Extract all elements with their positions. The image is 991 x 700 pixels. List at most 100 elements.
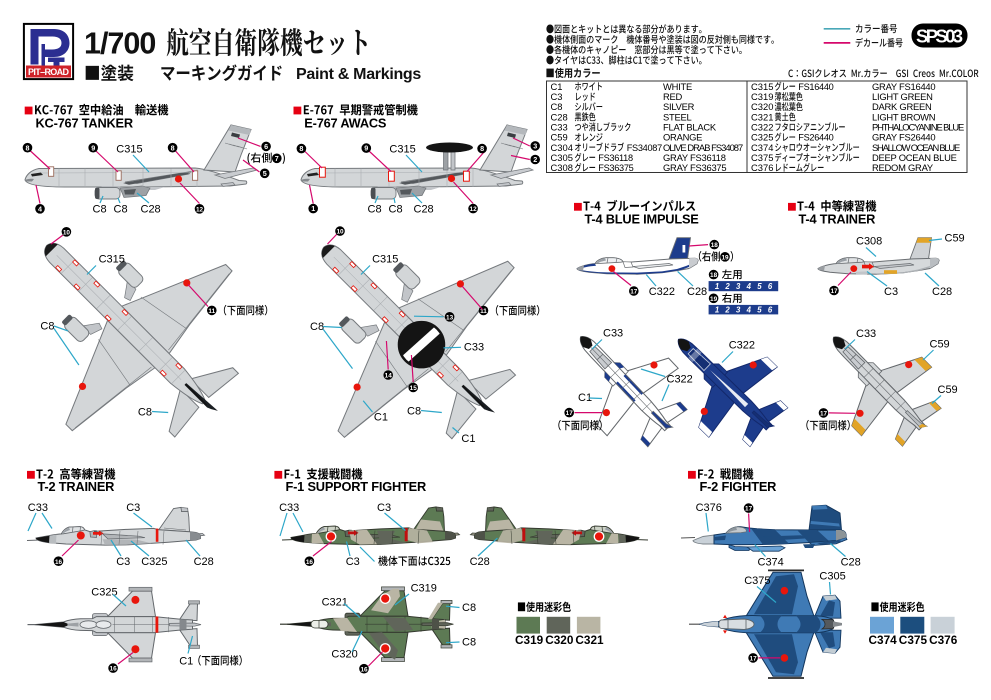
svg-text:9: 9 bbox=[364, 144, 368, 153]
svg-text:17: 17 bbox=[630, 289, 638, 296]
svg-text:C374: C374 bbox=[869, 633, 898, 647]
svg-text:GRAY FS26440: GRAY FS26440 bbox=[872, 132, 935, 143]
svg-text:WHITE: WHITE bbox=[663, 81, 692, 92]
svg-text:4: 4 bbox=[746, 306, 752, 315]
svg-text:GRAY FS36375: GRAY FS36375 bbox=[663, 162, 726, 173]
svg-text:SILVER: SILVER bbox=[663, 101, 695, 112]
svg-text:17: 17 bbox=[566, 410, 574, 417]
svg-text:C33: C33 bbox=[603, 328, 623, 340]
svg-text:C315: C315 bbox=[99, 254, 125, 266]
svg-text:2: 2 bbox=[724, 282, 730, 291]
svg-text:18: 18 bbox=[711, 242, 719, 249]
svg-text:C315: C315 bbox=[116, 144, 142, 156]
svg-text:C28: C28 bbox=[841, 557, 861, 569]
svg-text:14: 14 bbox=[385, 373, 393, 380]
svg-text:C319: C319 bbox=[411, 583, 437, 595]
svg-text:8: 8 bbox=[480, 144, 484, 153]
svg-text:C8: C8 bbox=[551, 101, 563, 112]
svg-text:C33: C33 bbox=[856, 328, 876, 340]
svg-text:C322: C322 bbox=[649, 286, 675, 298]
svg-text:16: 16 bbox=[306, 559, 314, 566]
svg-text:C315: C315 bbox=[372, 254, 398, 266]
svg-text:REDOM GRAY: REDOM GRAY bbox=[872, 162, 934, 173]
svg-text:8: 8 bbox=[171, 143, 175, 152]
svg-text:STEEL: STEEL bbox=[663, 111, 691, 122]
svg-text:C28: C28 bbox=[551, 111, 568, 122]
svg-text:C374: C374 bbox=[751, 142, 773, 153]
svg-text:T-4 TRAINER: T-4 TRAINER bbox=[799, 212, 876, 227]
svg-text:FS36375: FS36375 bbox=[598, 163, 633, 173]
svg-text:Paint & Markings: Paint & Markings bbox=[296, 66, 421, 83]
svg-text:C325: C325 bbox=[91, 587, 117, 599]
svg-text:FS34087: FS34087 bbox=[627, 143, 662, 153]
svg-text:9: 9 bbox=[91, 143, 95, 152]
svg-text:C325: C325 bbox=[141, 556, 167, 568]
svg-text:C1: C1 bbox=[374, 412, 388, 424]
svg-text:PHTHALOCYANINE BLUE: PHTHALOCYANINE BLUE bbox=[872, 122, 964, 133]
svg-text:C322: C322 bbox=[729, 340, 755, 352]
svg-text:17: 17 bbox=[830, 288, 838, 295]
svg-text:C319: C319 bbox=[751, 91, 773, 102]
svg-text:GRAY FS36118: GRAY FS36118 bbox=[663, 152, 726, 163]
svg-text:5: 5 bbox=[757, 306, 762, 315]
svg-text:1: 1 bbox=[715, 282, 719, 291]
svg-text:C8: C8 bbox=[368, 204, 382, 216]
svg-text:C315: C315 bbox=[389, 144, 415, 156]
svg-text:C305: C305 bbox=[819, 571, 845, 583]
svg-text:6: 6 bbox=[768, 282, 773, 291]
svg-text:3: 3 bbox=[736, 306, 741, 315]
svg-text:KC-767 TANKER: KC-767 TANKER bbox=[36, 115, 133, 130]
svg-text:E-767 AWACS: E-767 AWACS bbox=[304, 115, 387, 130]
svg-text:C1: C1 bbox=[179, 656, 193, 668]
svg-text:C315: C315 bbox=[751, 81, 773, 92]
svg-text:5: 5 bbox=[757, 282, 762, 291]
svg-text:T-2 TRAINER: T-2 TRAINER bbox=[38, 479, 115, 494]
svg-text:F-1 SUPPORT FIGHTER: F-1 SUPPORT FIGHTER bbox=[286, 479, 427, 494]
svg-text:FS16440: FS16440 bbox=[798, 82, 833, 92]
svg-text:FS36118: FS36118 bbox=[598, 153, 633, 163]
svg-text:FS26440: FS26440 bbox=[798, 133, 833, 143]
svg-text:C8: C8 bbox=[462, 637, 476, 649]
svg-text:C33: C33 bbox=[551, 122, 568, 133]
svg-text:ORANGE: ORANGE bbox=[663, 132, 702, 143]
svg-text:C319: C319 bbox=[515, 633, 544, 647]
svg-text:DARK GREEN: DARK GREEN bbox=[872, 101, 932, 112]
svg-text:C322: C322 bbox=[751, 122, 773, 133]
svg-text:C305: C305 bbox=[551, 152, 573, 163]
svg-text:C1: C1 bbox=[461, 433, 475, 445]
svg-text:C28: C28 bbox=[141, 204, 161, 216]
svg-text:C3: C3 bbox=[551, 91, 563, 102]
svg-text:C8: C8 bbox=[310, 321, 324, 333]
svg-text:8: 8 bbox=[299, 144, 303, 153]
svg-text:5: 5 bbox=[263, 169, 267, 178]
svg-text:C321: C321 bbox=[322, 597, 348, 609]
svg-text:6: 6 bbox=[264, 142, 268, 151]
svg-text:C320: C320 bbox=[751, 101, 773, 112]
svg-text:C8: C8 bbox=[389, 204, 403, 216]
svg-text:LIGHT GREEN: LIGHT GREEN bbox=[872, 91, 933, 102]
svg-text:C376: C376 bbox=[751, 162, 773, 173]
svg-text:C308: C308 bbox=[856, 236, 882, 248]
svg-text:4: 4 bbox=[746, 282, 752, 291]
svg-text:F-2 FIGHTER: F-2 FIGHTER bbox=[700, 479, 777, 494]
svg-text:C1: C1 bbox=[578, 392, 592, 404]
svg-text:17: 17 bbox=[750, 656, 758, 663]
svg-text:16: 16 bbox=[360, 666, 368, 673]
svg-text:1: 1 bbox=[311, 204, 315, 213]
svg-text:2: 2 bbox=[533, 155, 537, 164]
svg-text:C8: C8 bbox=[40, 321, 54, 333]
svg-text:C320: C320 bbox=[545, 633, 574, 647]
svg-text:C376: C376 bbox=[929, 633, 958, 647]
svg-text:OLIVE DRAB FS34087: OLIVE DRAB FS34087 bbox=[663, 142, 743, 153]
svg-text:C8: C8 bbox=[138, 407, 152, 419]
svg-text:C375: C375 bbox=[751, 152, 773, 163]
svg-text:C376: C376 bbox=[696, 502, 722, 514]
svg-text:PIT–ROAD: PIT–ROAD bbox=[28, 67, 70, 77]
svg-text:7: 7 bbox=[275, 154, 279, 163]
svg-text:C33: C33 bbox=[464, 342, 484, 354]
svg-text:C33: C33 bbox=[28, 502, 48, 514]
svg-text:C28: C28 bbox=[414, 204, 434, 216]
svg-text:1/700: 1/700 bbox=[84, 27, 155, 61]
svg-text:DEEP OCEAN BLUE: DEEP OCEAN BLUE bbox=[872, 152, 957, 163]
svg-text:C3: C3 bbox=[377, 502, 391, 514]
